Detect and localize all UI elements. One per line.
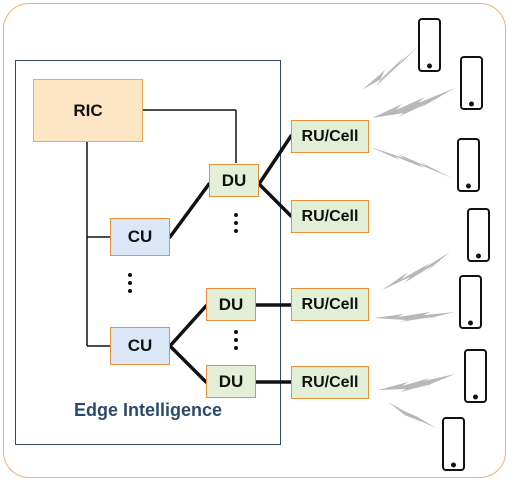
ru-cell-node-1: RU/Cell	[291, 120, 369, 153]
du-ellipsis-1	[231, 213, 241, 233]
cu1-du1-link	[168, 182, 211, 239]
cu-node-1: CU	[110, 218, 170, 256]
smartphone-icon	[464, 349, 487, 403]
smartphone-icon	[460, 56, 483, 110]
cu-node-2: CU	[110, 327, 170, 365]
devices	[418, 18, 490, 471]
du-node-3: DU	[206, 365, 256, 398]
wireless-signal-icon	[370, 147, 452, 178]
ric-node: RIC	[33, 79, 143, 142]
smartphone-icon	[418, 18, 441, 72]
wireless-signal-icon	[388, 402, 436, 428]
cu-ellipsis	[125, 273, 135, 293]
ru-cell-node-3: RU/Cell	[291, 288, 369, 321]
smartphone-icon	[467, 208, 490, 262]
wireless-signal-icon	[362, 45, 420, 90]
cu2-du2-link	[168, 304, 208, 348]
cu2-du3-link	[168, 344, 208, 384]
ru-cell-node-2: RU/Cell	[291, 200, 369, 233]
du-node-1: DU	[209, 164, 259, 197]
wireless-signal-group	[362, 45, 455, 428]
smartphone-icon	[457, 138, 480, 192]
du1-ru1-link	[257, 134, 293, 186]
smartphone-icon	[442, 417, 465, 471]
wireless-signal-icon	[382, 252, 450, 290]
wireless-signal-icon	[374, 312, 455, 322]
edge-intelligence-label: Edge Intelligence	[73, 400, 223, 420]
du-ellipsis-2	[231, 330, 241, 350]
wireless-signal-icon	[372, 88, 455, 118]
du-node-2: DU	[206, 288, 256, 321]
smartphone-icon	[459, 275, 482, 329]
ru-cell-node-4: RU/Cell	[291, 366, 369, 399]
wireless-signal-icon	[378, 374, 455, 392]
du1-ru2-link	[257, 182, 293, 218]
